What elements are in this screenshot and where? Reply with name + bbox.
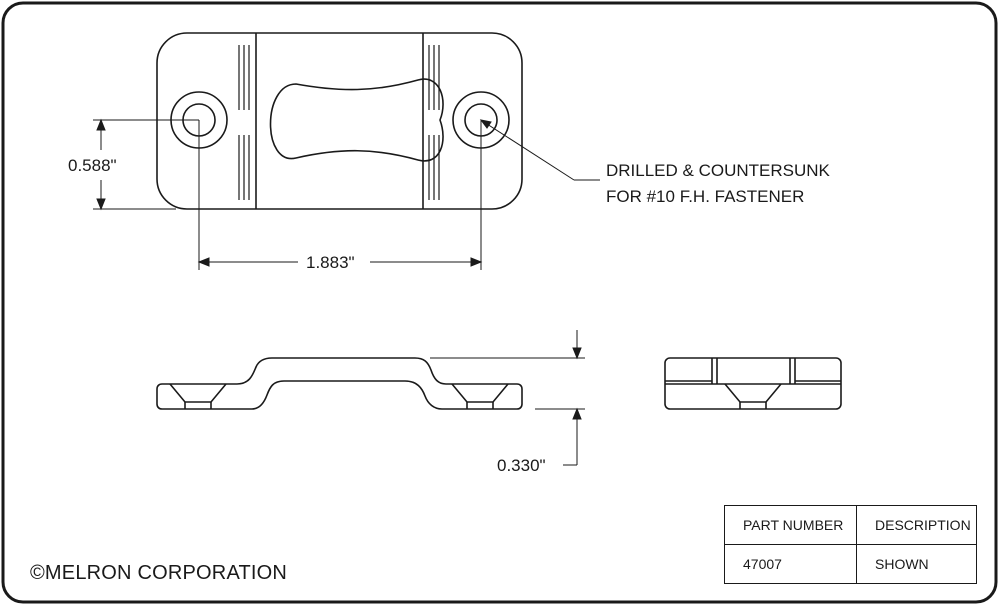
part-table: PART NUMBER DESCRIPTION 47007 SHOWN — [724, 505, 977, 584]
note-leader — [479, 119, 600, 181]
note-line-2: FOR #10 F.H. FASTENER — [606, 187, 804, 206]
dimension-height — [430, 330, 585, 466]
center-slot — [269, 78, 444, 162]
dimension-hole-spacing-label: 1.883" — [306, 253, 355, 272]
cell-part-number: 47007 — [724, 544, 857, 584]
dimension-hole-spacing — [197, 120, 483, 270]
countersink-right — [451, 383, 509, 403]
header-part-number: PART NUMBER — [724, 505, 857, 545]
countersink-end — [724, 383, 782, 403]
end-view — [664, 357, 842, 410]
table-row: 47007 SHOWN — [724, 544, 977, 584]
edge-hatch-right — [428, 45, 440, 200]
side-profile-outer — [156, 357, 523, 410]
note-line-1: DRILLED & COUNTERSUNK — [606, 161, 831, 180]
copyright-text: ©MELRON CORPORATION — [30, 562, 288, 584]
dimension-width — [93, 118, 199, 211]
header-description: DESCRIPTION — [856, 505, 977, 545]
countersink-left — [169, 383, 227, 403]
dimension-width-label: 0.588" — [68, 156, 117, 175]
dimension-height-label: 0.330" — [497, 456, 546, 475]
side-view — [156, 357, 523, 410]
plate-outline — [156, 32, 523, 210]
table-header-row: PART NUMBER DESCRIPTION — [724, 505, 977, 545]
top-view — [156, 32, 523, 210]
cell-description: SHOWN — [856, 544, 977, 584]
edge-hatch-left — [238, 45, 250, 200]
